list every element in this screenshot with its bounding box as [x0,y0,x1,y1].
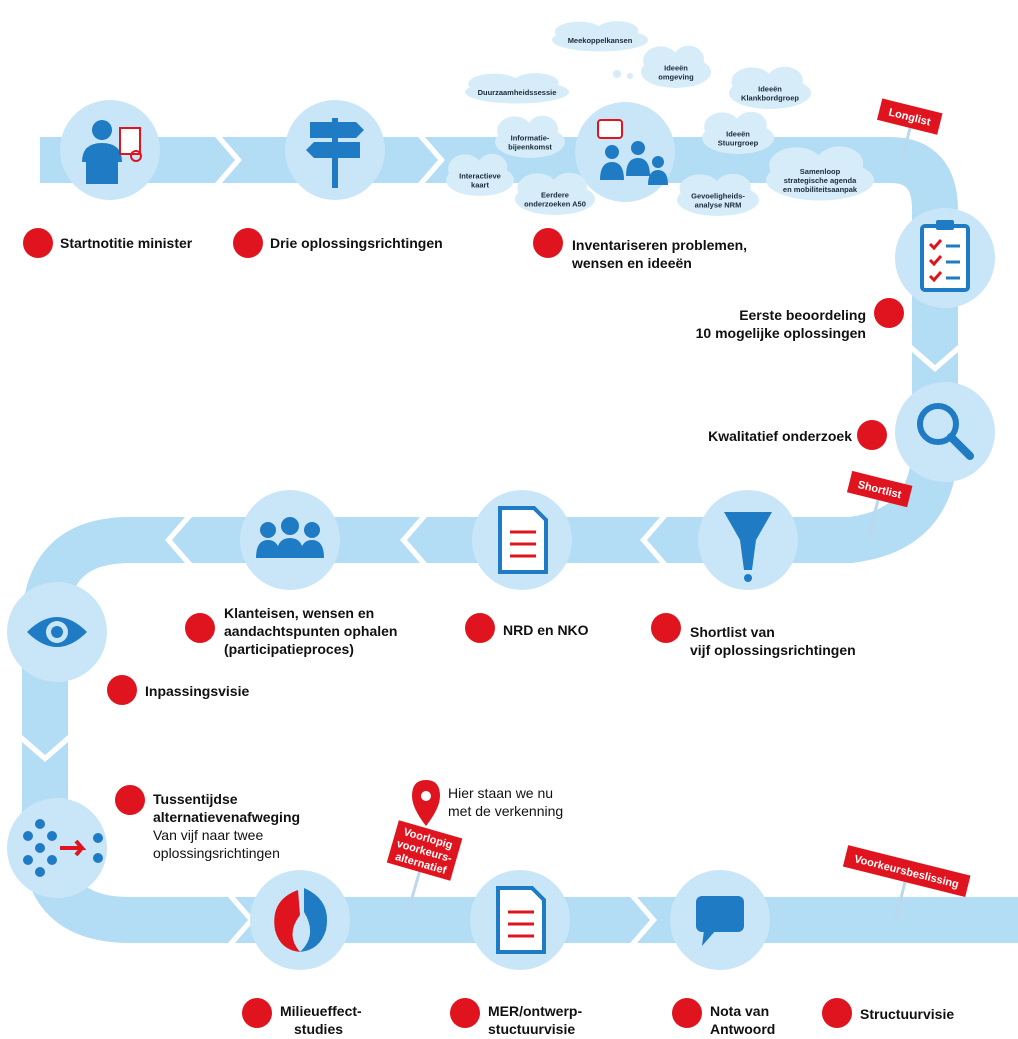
cloud-informatie-text: Informatie- [511,134,550,143]
label-milieu: Milieueffect-studies [280,1003,362,1037]
bullet-dots [23,228,904,1028]
thought-bubble [627,73,633,79]
cloud-eerdere-text: Eerdere [541,191,569,200]
dot-klanteisen [185,613,215,643]
cloud-ideeen_stuur-text: Stuurgroep [718,139,759,148]
dot-startnotitie [23,228,53,258]
minister-icon [82,120,142,184]
thought-bubble [613,70,621,78]
label-mer: MER/ontwerp-stuctuurvisie [488,1003,583,1037]
checklist-icon [920,220,970,292]
eye-icon [27,617,87,647]
milieu-icon [274,888,328,952]
dot-inpassing [107,675,137,705]
label-startnotitie: Startnotitie minister [60,235,193,251]
speech-bubble-icon [696,896,744,946]
dot-eerste [874,298,904,328]
funnel-icon [724,512,772,582]
path-chevrons [22,137,958,943]
search-icon [917,403,974,460]
cloud-gevoeligheid-text: analyse NRM [695,201,742,210]
cloud-samenloop-text: Samenloop [800,167,841,176]
tag-longlist: Longlist [877,98,943,158]
document-icon [498,506,548,574]
dot-kwalitatief [857,420,887,450]
circle-meeting [575,102,675,202]
cloud-duurzaamheid-text: Duurzaamheidssessie [478,88,557,97]
cloud-samenloop-text: strategische agenda [784,176,857,185]
cloud-meekoppelkansen: Meekoppelkansen [552,21,648,52]
label-structuurvisie: Structuurvisie [860,1006,955,1022]
cloud-interactieve-text: kaart [471,181,489,190]
people-icon [256,517,324,558]
cloud-group: MeekoppelkansenDuurzaamheidssessieIdeeën… [446,21,874,216]
dot-inventariseren [533,228,563,258]
dot-nota [672,998,702,1028]
cloud-informatie-text: bijeenkomst [508,143,552,152]
document-icon [496,886,546,954]
cloud-informatie: Informatie-bijeenkomst [495,115,565,158]
cloud-samenloop-text: en mobiliteitsaanpak [783,185,858,194]
label-drie: Drie oplossingsrichtingen [270,235,443,251]
cloud-meekoppelkansen-text: Meekoppelkansen [568,36,633,45]
dot-drie [233,228,263,258]
label-tussentijdse-sub-2: oplossingsrichtingen [153,845,280,861]
tag-voorlopig: Voorlopig voorkeurs- alternatief [386,820,463,909]
cloud-gevoeligheid: Gevoeligheids-analyse NRM [677,173,759,216]
cloud-ideeen_omgeving-text: omgeving [658,73,694,82]
circle-dots [7,798,107,898]
dot-shortlist-van [651,613,681,643]
location-pin-icon [412,780,440,826]
label-kwalitatief: Kwalitatief onderzoek [708,428,852,444]
cloud-ideeen_klankbord-text: Ideeën [758,85,782,94]
dot-mer [450,998,480,1028]
label-tussentijdse-sub-1: Van vijf naar twee [153,827,264,843]
circle-milieu [250,870,350,970]
label-nrd: NRD en NKO [503,622,589,638]
dot-nrd [465,613,495,643]
label-inpassing: Inpassingsvisie [145,683,250,699]
cloud-gevoeligheid-text: Gevoeligheids- [691,192,745,201]
cloud-ideeen_stuur-text: Ideeën [726,130,750,139]
dot-structuurvisie [822,998,852,1028]
cloud-eerdere-text: onderzoeken A50 [524,200,586,209]
tag-shortlist: Shortlist [846,470,913,540]
dot-tussentijdse [115,785,145,815]
signpost-icon [306,118,364,188]
cloud-ideeen_omgeving-text: Ideeën [664,64,688,73]
cloud-ideeen_klankbord-text: Klankbordgroep [741,94,799,103]
label-inventariseren: Inventariseren problemen,wensen en ideeë… [572,237,748,271]
cloud-duurzaamheid: Duurzaamheidssessie [465,73,569,104]
dot-milieu [242,998,272,1028]
alternatives-icon [23,819,103,877]
cloud-interactieve-text: Interactieve [459,172,501,181]
circle-search [895,382,995,482]
meeting-icon [597,119,668,185]
